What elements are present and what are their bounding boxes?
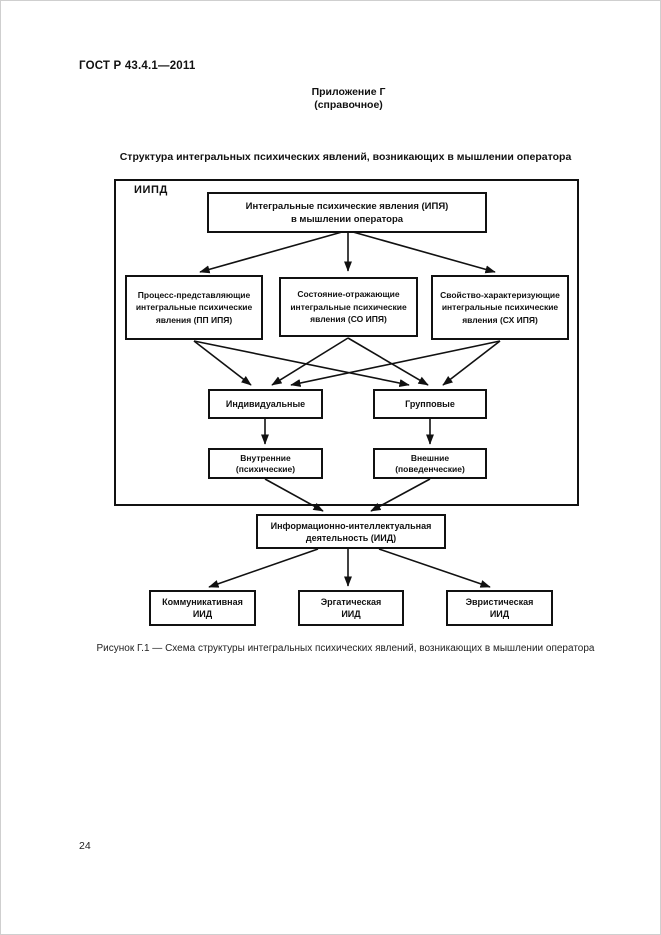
- diagram-container-label: ИИПД: [134, 184, 168, 196]
- section-title: Структура интегральных психических явлен…: [119, 151, 572, 163]
- page-number: 24: [79, 840, 91, 852]
- diagram-node-ergatic-iid: Эргатическая ИИД: [298, 590, 404, 626]
- diagram-node-individual: Индивидуальные: [208, 389, 323, 419]
- diagram-node-group: Групповые: [373, 389, 487, 419]
- diagram-node-external-behavioral: Внешние (поведенческие): [373, 448, 487, 479]
- figure-caption: Рисунок Г.1 — Схема структуры интегральн…: [96, 643, 595, 654]
- diagram-node-internal-psychic: Внутренние (психические): [208, 448, 323, 479]
- arrow-iid-to-heuristic: [378, 548, 491, 588]
- diagram-node-iid: Информационно-интеллектуальная деятельно…: [256, 514, 446, 549]
- doc-number: ГОСТ Р 43.4.1—2011: [79, 60, 196, 72]
- diagram-node-communicative-iid: Коммуникативная ИИД: [149, 590, 256, 626]
- appendix-heading: Приложение Г (справочное): [311, 86, 386, 111]
- diagram-node-state-so-ipy: Состояние-отражающие интегральные психич…: [279, 277, 418, 337]
- diagram-node-root-ipy: Интегральные психические явления (ИПЯ) в…: [207, 192, 487, 233]
- diagram-node-heuristic-iid: Эвристическая ИИД: [446, 590, 553, 626]
- diagram-node-property-sh-ipy: Свойство-характеризующие интегральные пс…: [431, 275, 569, 340]
- arrow-iid-to-communicative: [208, 548, 319, 588]
- diagram-node-process-pp-ipy: Процесс-представляющие интегральные псих…: [125, 275, 263, 340]
